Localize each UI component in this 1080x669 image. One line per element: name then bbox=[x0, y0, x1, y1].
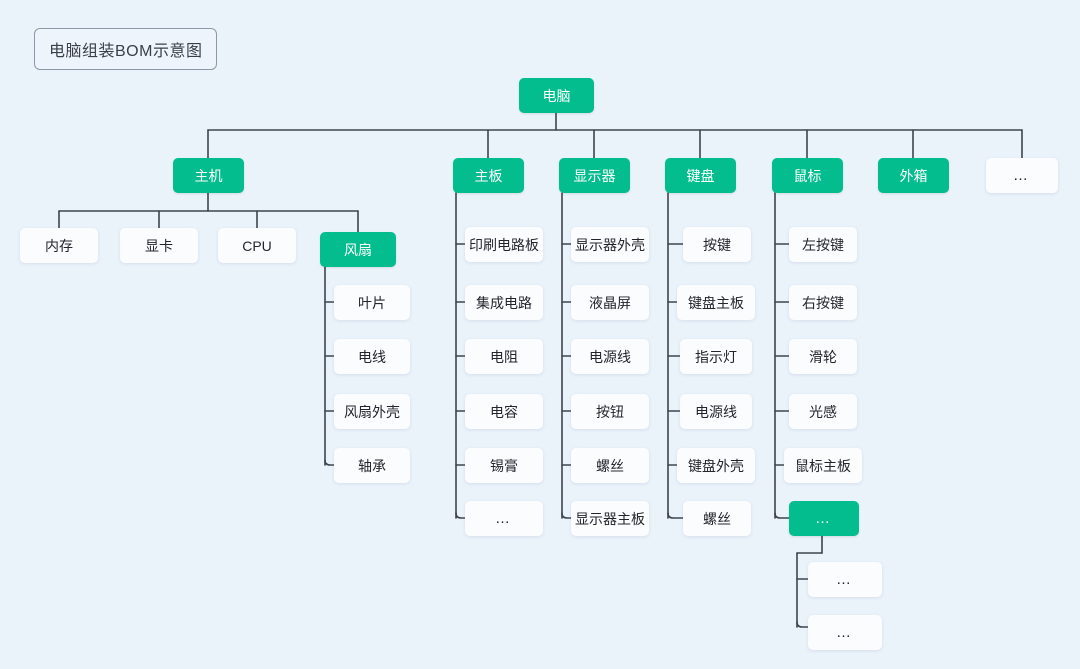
node-fan-bearing[interactable]: 轴承 bbox=[334, 448, 410, 483]
node-fan-blade[interactable]: 叶片 bbox=[334, 285, 410, 320]
node-monitor-button[interactable]: 按钮 bbox=[571, 394, 649, 429]
node-mainboard-more[interactable]: … bbox=[465, 501, 543, 536]
node-keyboard-powercord[interactable]: 电源线 bbox=[680, 394, 752, 429]
node-fan[interactable]: 风扇 bbox=[320, 232, 396, 267]
node-mainboard-capacitor[interactable]: 电容 bbox=[465, 394, 543, 429]
node-keyboard-mainboard[interactable]: 键盘主板 bbox=[677, 285, 755, 320]
node-mouse-wheel[interactable]: 滑轮 bbox=[789, 339, 857, 374]
node-mainboard-solderpaste[interactable]: 锡膏 bbox=[465, 448, 543, 483]
node-mouse-more-child-2[interactable]: … bbox=[808, 615, 882, 650]
node-monitor-mainboard[interactable]: 显示器主板 bbox=[571, 501, 649, 536]
node-mouse-more-child-1[interactable]: … bbox=[808, 562, 882, 597]
node-keyboard[interactable]: 键盘 bbox=[665, 158, 736, 193]
node-cpu[interactable]: CPU bbox=[218, 228, 296, 263]
node-memory[interactable]: 内存 bbox=[20, 228, 98, 263]
node-mainboard-ic[interactable]: 集成电路 bbox=[465, 285, 543, 320]
node-fan-case[interactable]: 风扇外壳 bbox=[334, 394, 410, 429]
node-keyboard-indicator[interactable]: 指示灯 bbox=[680, 339, 752, 374]
node-monitor-screw[interactable]: 螺丝 bbox=[571, 448, 649, 483]
node-outerbox[interactable]: 外箱 bbox=[878, 158, 949, 193]
node-monitor-lcd[interactable]: 液晶屏 bbox=[571, 285, 649, 320]
node-mouse-mainboard[interactable]: 鼠标主板 bbox=[784, 448, 862, 483]
node-host[interactable]: 主机 bbox=[173, 158, 244, 193]
node-monitor[interactable]: 显示器 bbox=[559, 158, 630, 193]
node-toplevel-more[interactable]: … bbox=[986, 158, 1058, 193]
node-keyboard-case[interactable]: 键盘外壳 bbox=[677, 448, 755, 483]
node-keyboard-screw[interactable]: 螺丝 bbox=[683, 501, 751, 536]
node-monitor-case[interactable]: 显示器外壳 bbox=[571, 227, 649, 262]
node-mainboard[interactable]: 主板 bbox=[453, 158, 524, 193]
node-mainboard-resistor[interactable]: 电阻 bbox=[465, 339, 543, 374]
node-root-computer[interactable]: 电脑 bbox=[519, 78, 594, 113]
node-fan-wire[interactable]: 电线 bbox=[334, 339, 410, 374]
node-mouse-right-button[interactable]: 右按键 bbox=[789, 285, 857, 320]
node-mouse[interactable]: 鼠标 bbox=[772, 158, 843, 193]
node-mouse-left-button[interactable]: 左按键 bbox=[789, 227, 857, 262]
node-gpu[interactable]: 显卡 bbox=[120, 228, 198, 263]
node-monitor-powercord[interactable]: 电源线 bbox=[571, 339, 649, 374]
node-keyboard-key[interactable]: 按键 bbox=[683, 227, 751, 262]
node-mouse-more[interactable]: … bbox=[789, 501, 859, 536]
node-mouse-optical-sensor[interactable]: 光感 bbox=[789, 394, 857, 429]
diagram-title: 电脑组装BOM示意图 bbox=[34, 28, 218, 70]
node-mainboard-pcb[interactable]: 印刷电路板 bbox=[465, 227, 543, 262]
